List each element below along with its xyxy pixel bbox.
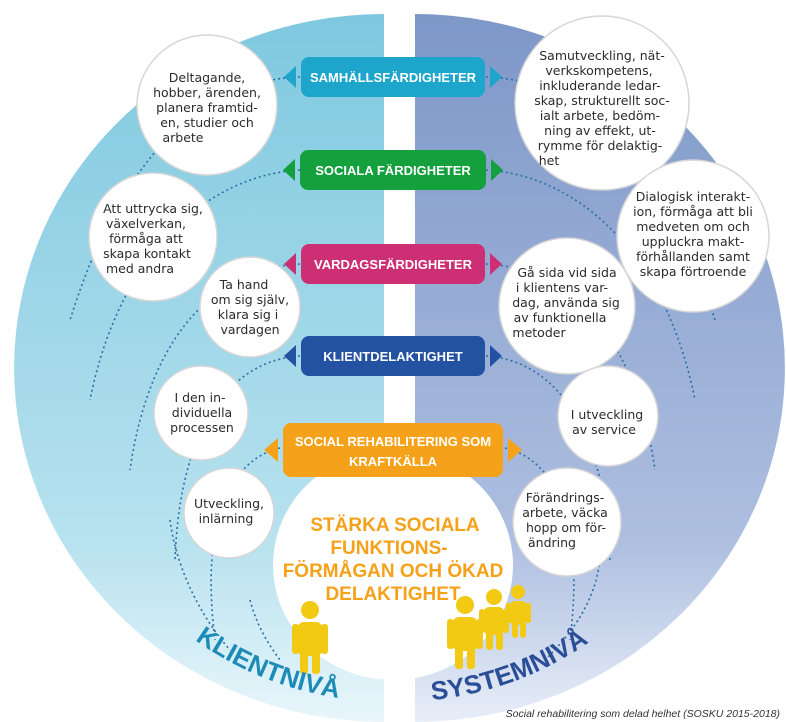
bubble-individual-process bbox=[153, 365, 249, 461]
band-sociala-label: SOCIALA FÄRDIGHETER bbox=[315, 163, 471, 178]
center-heading-line: FÖRMÅGAN OCH ÖKAD bbox=[283, 561, 504, 582]
bubble-text: skap, strukturellt soc- bbox=[534, 93, 670, 108]
bubble-text: arbete bbox=[162, 130, 203, 145]
band-klient-label: KLIENTDELAKTIGHET bbox=[323, 349, 462, 364]
right-bubbles bbox=[498, 15, 770, 577]
bubble-text: förhållanden samt bbox=[636, 249, 750, 264]
bubble-text: skapa kontakt bbox=[103, 246, 191, 261]
bubble-text: förmåga att bbox=[109, 231, 183, 246]
bubble-text: vardagen bbox=[220, 322, 279, 337]
bubble-text: Samutveckling, nät- bbox=[539, 48, 665, 63]
bubble-side-by-side bbox=[498, 237, 636, 375]
bubble-text: i klientens var- bbox=[516, 280, 608, 295]
band-samhall-label: SAMHÄLLSFÄRDIGHETER bbox=[310, 70, 477, 85]
bubble-text: I den in- bbox=[174, 390, 225, 405]
left-bubble-texts: Deltagande, hobber, ärenden, planera fra… bbox=[103, 70, 289, 526]
bubble-text: arbete, väcka bbox=[522, 505, 608, 520]
bubble-text: Utveckling, bbox=[194, 496, 264, 511]
bubble-text: rymme för delaktig- bbox=[538, 138, 663, 153]
bubble-service-development bbox=[557, 365, 659, 467]
client-person-icon bbox=[292, 601, 328, 674]
band-vardags: VARDAGSFÄRDIGHETER bbox=[284, 244, 502, 284]
bubble-text: om sig själv, bbox=[211, 292, 289, 307]
bubble-text: ialt arbete, bedöm- bbox=[540, 108, 660, 123]
bubble-dialogic-interaction bbox=[616, 159, 770, 313]
bubble-learning bbox=[183, 467, 275, 559]
system-people-icon bbox=[447, 585, 531, 669]
bubble-expression bbox=[88, 172, 218, 302]
bubble-text: en, studier och bbox=[160, 115, 254, 130]
bubble-text: medveten om och bbox=[636, 219, 750, 234]
left-bubbles bbox=[88, 34, 301, 559]
bubble-text: Dialogisk interakt- bbox=[636, 189, 750, 204]
bubble-text: verkskompetens, bbox=[545, 63, 652, 78]
bubble-text: hobber, ärenden, bbox=[153, 85, 261, 100]
bubble-text: av service bbox=[572, 422, 636, 437]
band-kraft-label-2: KRAFTKÄLLA bbox=[349, 454, 438, 469]
band-kraft: SOCIAL REHABILITERING SOM KRAFTKÄLLA bbox=[264, 423, 522, 477]
bubble-participation bbox=[136, 34, 278, 176]
bubble-text: metoder bbox=[512, 325, 566, 340]
source-caption: Social rehabilitering som delad helhet (… bbox=[506, 708, 780, 720]
bubble-text: Förändrings- bbox=[526, 490, 605, 505]
bubble-text: planera framtid- bbox=[156, 100, 258, 115]
bubble-text: med andra bbox=[106, 261, 174, 276]
bubble-self-care bbox=[199, 256, 301, 358]
band-kraft-label-1: SOCIAL REHABILITERING SOM bbox=[295, 434, 491, 449]
bubble-text: skapa förtroende bbox=[640, 264, 747, 279]
bubble-text: ning av effekt, ut- bbox=[544, 123, 656, 138]
center-heading: STÄRKA SOCIALA FUNKTIONS- FÖRMÅGAN OCH Ö… bbox=[283, 515, 504, 605]
center-heading-line: FUNKTIONS- bbox=[330, 538, 447, 559]
band-klient: KLIENTDELAKTIGHET bbox=[284, 336, 502, 376]
band-samhall: SAMHÄLLSFÄRDIGHETER bbox=[284, 57, 502, 97]
center-heading-line: STÄRKA SOCIALA bbox=[310, 515, 480, 536]
bubble-text: ändring bbox=[528, 535, 576, 550]
bubble-text: växelverkan, bbox=[106, 216, 186, 231]
bubble-text: dag, använda sig bbox=[512, 295, 620, 310]
bubble-change-work bbox=[512, 467, 622, 577]
bubble-text: Ta hand bbox=[219, 277, 269, 292]
bubble-text: av funktionella bbox=[514, 310, 607, 325]
bubble-text: het bbox=[539, 153, 560, 168]
center-heading-line: DELAKTIGHET bbox=[325, 584, 461, 605]
bubble-text: Gå sida vid sida bbox=[517, 265, 616, 280]
bubble-text: klara sig i bbox=[218, 307, 279, 322]
bubble-text: uppluckra makt- bbox=[642, 234, 745, 249]
bubble-co-development bbox=[514, 15, 690, 191]
bubble-text: inkluderande ledar- bbox=[539, 78, 661, 93]
bubble-text: I utveckling bbox=[571, 407, 644, 422]
bubble-text: Att uttrycka sig, bbox=[103, 201, 203, 216]
bubble-text: dividuella bbox=[172, 405, 232, 420]
bubble-text: hopp om för- bbox=[526, 520, 606, 535]
bubble-text: Deltagande, bbox=[169, 70, 245, 85]
bubble-text: inlärning bbox=[199, 511, 254, 526]
bubble-text: ion, förmåga att bli bbox=[633, 204, 753, 219]
bubble-text: processen bbox=[170, 420, 234, 435]
right-bubble-texts: Samutveckling, nät- verkskompetens, inkl… bbox=[512, 48, 753, 550]
band-sociala: SOCIALA FÄRDIGHETER bbox=[283, 150, 503, 190]
band-vardags-label: VARDAGSFÄRDIGHETER bbox=[314, 257, 473, 272]
